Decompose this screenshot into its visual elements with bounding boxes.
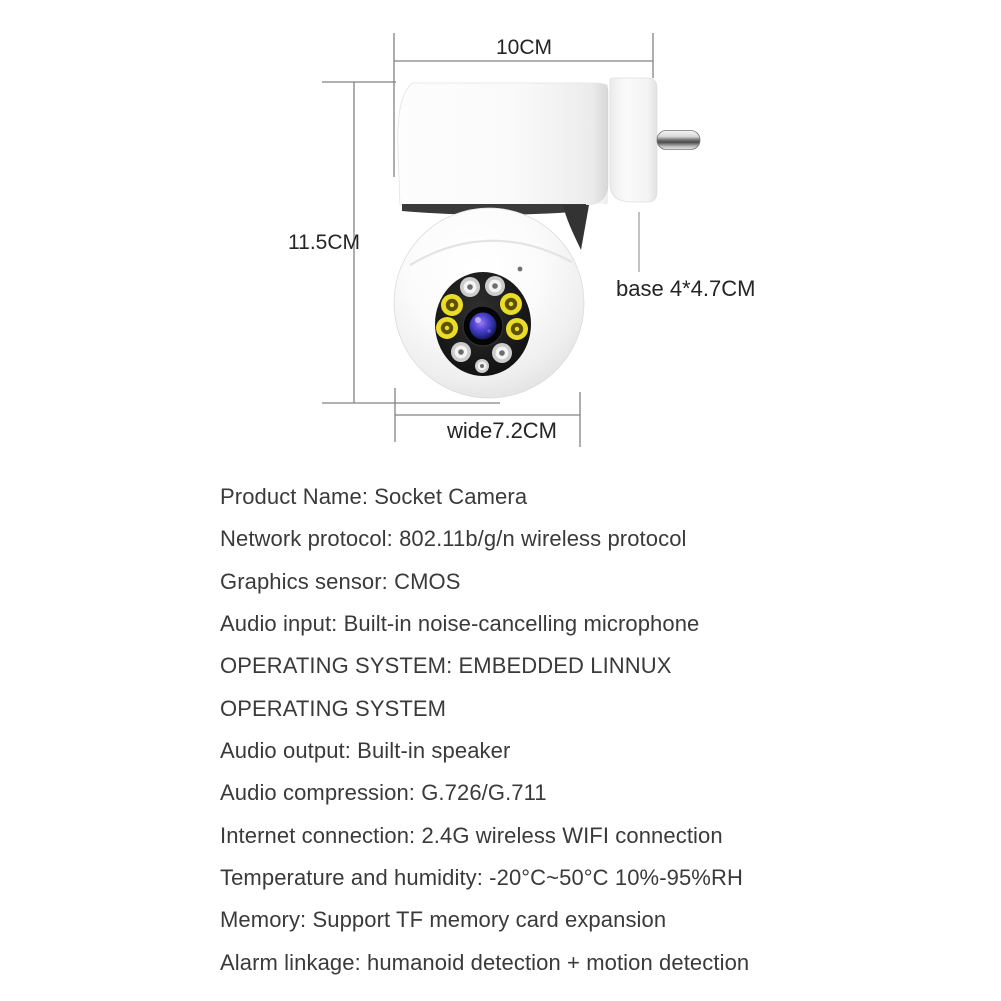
- dimension-bottom-width-lines: [394, 388, 581, 447]
- spec-list: Product Name: Socket Camera Network prot…: [220, 476, 860, 984]
- spec-line-temperature-humidity: Temperature and humidity: -20°C~50°C 10%…: [220, 865, 743, 891]
- mic-hole: [517, 266, 523, 272]
- led-white: [460, 277, 480, 297]
- head-seam-arc: [409, 239, 573, 266]
- camera-dimension-diagram: [322, 33, 701, 447]
- camera-illustration: [393, 77, 701, 399]
- led-yellow: [441, 294, 463, 316]
- head-gap-wedge: [563, 205, 589, 250]
- camera-mount-body: [397, 82, 609, 206]
- spec-line-graphics-sensor: Graphics sensor: CMOS: [220, 568, 461, 594]
- dimension-label-top-width: 10CM: [495, 36, 553, 59]
- spec-line-audio-compression: Audio compression: G.726/G.711: [220, 780, 547, 806]
- spec-line-product-name: Product Name: Socket Camera: [220, 484, 528, 509]
- led-white: [485, 276, 505, 296]
- spec-line-alarm-linkage: Alarm linkage: humanoid detection + moti…: [220, 949, 750, 975]
- camera-lens: [462, 305, 504, 347]
- dimension-lines: [322, 33, 654, 447]
- dimension-label-base: base 4*4.7CM: [616, 276, 756, 301]
- plug-base: [609, 77, 658, 203]
- led-white: [451, 342, 471, 362]
- dimension-height-lines: [322, 81, 500, 404]
- dimension-label-height: 11.5CM: [288, 231, 360, 254]
- spec-line-memory: Memory: Support TF memory card expansion: [220, 907, 667, 933]
- ir-led-array: [436, 276, 528, 373]
- led-white: [492, 343, 512, 363]
- spec-line-network-protocol: Network protocol: 802.11b/g/n wireless p…: [220, 526, 687, 552]
- spec-line-audio-input: Audio input: Built-in noise-cancelling m…: [220, 611, 700, 637]
- led-yellow: [506, 318, 528, 340]
- led-yellow: [436, 317, 458, 339]
- led-yellow: [500, 293, 522, 315]
- spec-line-audio-output: Audio output: Built-in speaker: [220, 738, 511, 764]
- spec-line-operating-system-2: OPERATING SYSTEM: [220, 695, 447, 721]
- spec-line-operating-system-1: OPERATING SYSTEM: EMBEDDED LINNUX: [220, 653, 672, 679]
- led-white-small: [475, 359, 489, 373]
- plug-pin: [656, 130, 701, 150]
- dimension-label-bottom-width: wide7.2CM: [446, 418, 558, 443]
- dimension-top-width-lines: [393, 33, 654, 177]
- spec-line-internet-connection: Internet connection: 2.4G wireless WIFI …: [220, 822, 723, 848]
- body-edge-shade: [592, 84, 608, 204]
